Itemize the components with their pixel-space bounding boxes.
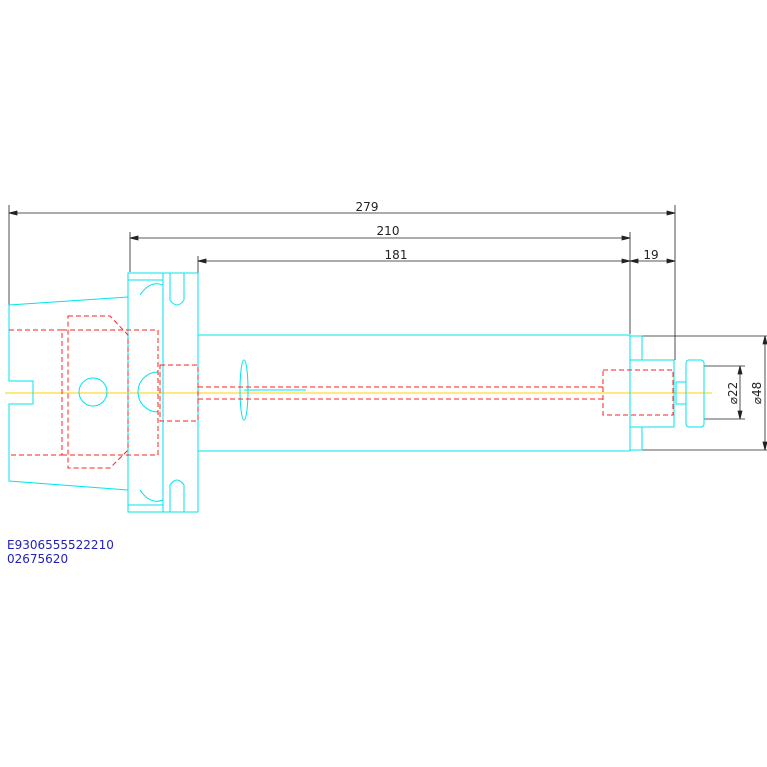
arrow bbox=[621, 258, 631, 264]
dim-text-nut: 19 bbox=[643, 248, 658, 262]
nose-step-top bbox=[629, 335, 643, 361]
arrow bbox=[8, 210, 18, 216]
arrow bbox=[762, 441, 767, 451]
nose-step-bottom bbox=[629, 426, 643, 451]
cross-hole bbox=[78, 377, 108, 407]
arrow bbox=[666, 258, 676, 264]
arrow bbox=[197, 258, 207, 264]
arrow bbox=[129, 235, 139, 241]
cavity-outline bbox=[9, 329, 63, 456]
arrow bbox=[737, 410, 743, 420]
groove-bottom bbox=[169, 479, 185, 512]
dimension-lines bbox=[8, 205, 767, 451]
flange-bore bbox=[159, 364, 199, 422]
hidden-lines bbox=[9, 315, 674, 469]
part-code-line1: E9306555522210 bbox=[7, 538, 114, 552]
arrow bbox=[737, 365, 743, 375]
arrow bbox=[666, 210, 676, 216]
arrow bbox=[762, 335, 767, 345]
nut-pin bbox=[675, 381, 687, 405]
arrow bbox=[629, 258, 639, 264]
dim-text-dia48: ⌀48 bbox=[750, 382, 764, 405]
nose bbox=[629, 359, 675, 428]
notch-bottom bbox=[139, 489, 164, 502]
dim-text-body: 210 bbox=[377, 224, 400, 238]
key-notch bbox=[137, 371, 159, 413]
dim-text-extension: 181 bbox=[385, 248, 408, 262]
part-code-line2: 02675620 bbox=[7, 552, 69, 566]
groove-top bbox=[169, 273, 185, 306]
pull-stud-body bbox=[67, 315, 129, 469]
arrow bbox=[621, 235, 631, 241]
collet-pocket bbox=[602, 369, 674, 416]
dim-text-overall: 279 bbox=[356, 200, 379, 214]
dim-text-dia22: ⌀22 bbox=[726, 382, 740, 405]
notch-top bbox=[139, 283, 164, 296]
